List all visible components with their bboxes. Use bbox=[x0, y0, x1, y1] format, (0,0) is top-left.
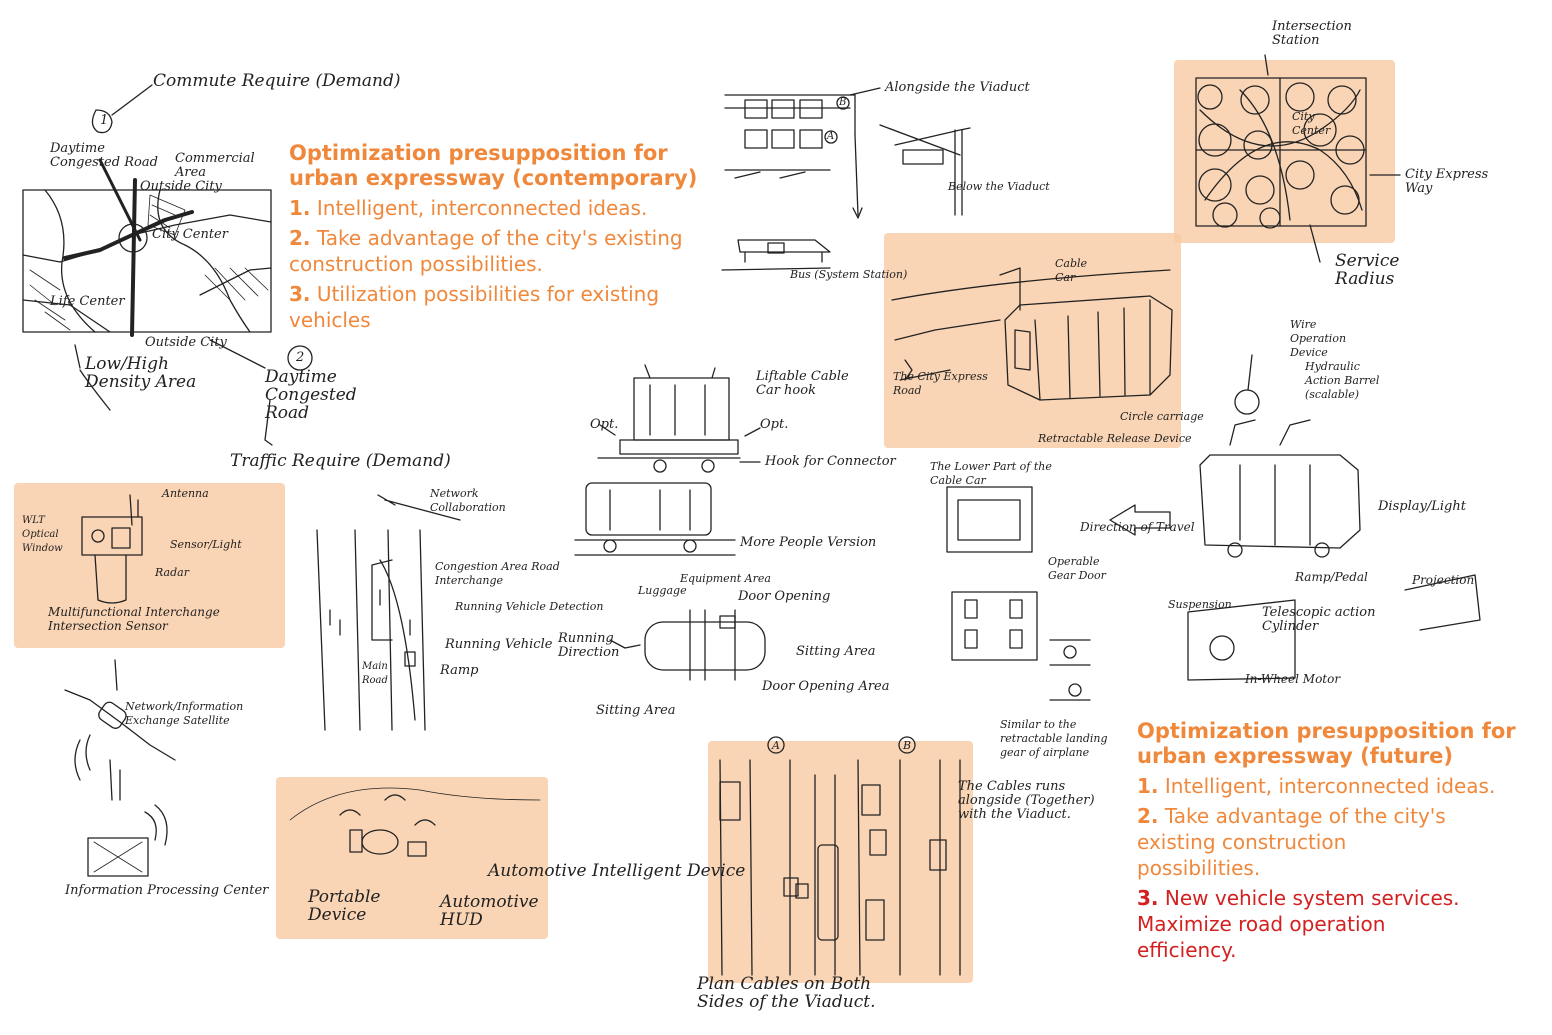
label-city-center-grid: City Center bbox=[1292, 110, 1342, 138]
label-cables-runs: The Cables runs alongside (Together) wit… bbox=[958, 780, 1108, 822]
label-bus-station: Bus (System Station) bbox=[790, 268, 907, 282]
label-marker-a-small: A bbox=[827, 130, 834, 144]
label-circle-2: 2 bbox=[296, 351, 304, 365]
label-ramp-pedal: Ramp/Pedal bbox=[1295, 570, 1368, 584]
label-density-area: Low/High Density Area bbox=[85, 355, 225, 391]
label-antenna: Antenna bbox=[162, 487, 209, 501]
lower-part-sketch bbox=[947, 487, 1090, 700]
label-projection: Projection bbox=[1412, 573, 1474, 587]
label-retractable-release: Retractable Release Device bbox=[1038, 432, 1192, 446]
label-marker-b-small: B bbox=[839, 96, 846, 110]
label-commute-demand: Commute Require (Demand) bbox=[153, 72, 401, 90]
label-operable-door: Operable Gear Door bbox=[1048, 555, 1118, 583]
label-lower-part: The Lower Part of the Cable Car bbox=[930, 460, 1070, 488]
label-display-light: Display/Light bbox=[1378, 500, 1466, 514]
label-ramp: Ramp bbox=[440, 664, 479, 678]
label-sensor-light: Sensor/Light bbox=[170, 538, 250, 552]
label-plan-cables: Plan Cables on Both Sides of the Viaduct… bbox=[697, 975, 887, 1011]
label-running-direction: Running Direction bbox=[558, 632, 618, 660]
label-telescopic: Telescopic action Cylinder bbox=[1262, 606, 1382, 634]
label-luggage: Luggage bbox=[638, 584, 687, 598]
label-sitting-area-left: Sitting Area bbox=[596, 704, 676, 718]
label-traffic-demand: Traffic Require (Demand) bbox=[230, 452, 451, 470]
label-congestion-area: Congestion Area Road Interchange bbox=[435, 560, 565, 588]
contemporary-item-2: 2. Take advantage of the city's existing… bbox=[289, 225, 719, 277]
label-alongside-viaduct: Alongside the Viaduct bbox=[885, 81, 1030, 95]
future-box: Optimization presupposition for urban ex… bbox=[1137, 719, 1517, 963]
label-service-radius: Service Radius bbox=[1335, 252, 1425, 288]
label-multifunctional: Multifunctional Interchange Intersection… bbox=[48, 605, 278, 633]
label-main-road: Main Road bbox=[362, 660, 402, 688]
label-daytime-congested-road-2: Daytime Congested Road bbox=[265, 368, 405, 422]
label-door-opening: Door Opening bbox=[738, 590, 830, 604]
label-info-center: Information Processing Center bbox=[65, 884, 268, 898]
label-equipment-area: Equipment Area bbox=[680, 572, 771, 586]
label-daytime-congested-road: Daytime Congested Road bbox=[50, 142, 160, 170]
contemporary-box: Optimization presupposition for urban ex… bbox=[289, 141, 719, 333]
label-cable-car: Cable Car bbox=[1055, 257, 1105, 285]
sensor-device-sketch bbox=[82, 500, 142, 603]
future-title: Optimization presupposition for urban ex… bbox=[1137, 719, 1517, 769]
label-outside-city-bottom: Outside City bbox=[145, 336, 227, 350]
label-network-collab: Network Collaboration bbox=[430, 487, 540, 515]
label-intersection-station: Intersection Station bbox=[1272, 20, 1367, 48]
automotive-device-sketch bbox=[290, 788, 540, 856]
label-wire-operation: Wire Operation Device bbox=[1290, 318, 1370, 360]
label-circle-carriage: Circle carriage bbox=[1120, 410, 1204, 424]
label-city-center-map: City Center bbox=[152, 228, 228, 242]
label-wlt-window: WLT Optical Window bbox=[22, 514, 82, 556]
label-portable-device: Portable Device bbox=[308, 888, 388, 924]
label-commercial-area: Commercial Area bbox=[175, 152, 275, 180]
contemporary-item-3: 3. Utilization possibilities for existin… bbox=[289, 281, 719, 333]
label-sitting-area-right: Sitting Area bbox=[796, 645, 876, 659]
future-item-1: 1. Intelligent, interconnected ideas. bbox=[1137, 773, 1517, 799]
label-city-express-road: The City Express Road bbox=[893, 370, 988, 398]
grid-city-sketch bbox=[1196, 55, 1400, 262]
future-item-2: 2. Take advantage of the city's existing… bbox=[1137, 803, 1467, 881]
label-hydraulic: Hydraulic Action Barrel (scalable) bbox=[1305, 360, 1385, 402]
label-running-detection: Running Vehicle Detection bbox=[455, 600, 603, 614]
contemporary-item-1: 1. Intelligent, interconnected ideas. bbox=[289, 195, 719, 221]
label-more-people: More People Version bbox=[740, 536, 876, 550]
road-plan-sketch bbox=[720, 737, 960, 975]
label-city-express-way: City Express Way bbox=[1405, 168, 1505, 196]
cabin-plan-sketch bbox=[610, 610, 765, 680]
label-below-viaduct: Below the Viaduct bbox=[948, 180, 1050, 194]
label-marker-a: A bbox=[772, 739, 780, 753]
label-automotive-hud: Automotive HUD bbox=[440, 893, 540, 929]
label-in-wheel-motor: In-Wheel Motor bbox=[1245, 672, 1340, 686]
label-outside-city-top: Outside City bbox=[140, 180, 222, 194]
label-radar: Radar bbox=[155, 566, 189, 580]
label-network-satellite: Network/Information Exchange Satellite bbox=[125, 700, 265, 728]
label-running-vehicle: Running Vehicle bbox=[445, 638, 552, 652]
liftable-car-sketch bbox=[575, 365, 760, 555]
label-door-opening-area: Door Opening Area bbox=[762, 680, 890, 694]
label-hook-connector: Hook for Connector bbox=[765, 455, 896, 469]
label-opt-right: Opt. bbox=[760, 418, 788, 432]
label-suspension: Suspension bbox=[1168, 598, 1232, 612]
label-marker-b: B bbox=[903, 739, 911, 753]
label-circle-1: 1 bbox=[100, 114, 108, 128]
label-direction-travel: Direction of Travel bbox=[1080, 520, 1195, 534]
viaduct-sketch bbox=[722, 88, 970, 270]
label-liftable-hook: Liftable Cable Car hook bbox=[756, 370, 876, 398]
label-automotive-device: Automotive Intelligent Device bbox=[488, 862, 745, 880]
label-similar-airplane: Similar to the retractable landing gear … bbox=[1000, 718, 1110, 760]
label-life-center: Life Center bbox=[50, 295, 125, 309]
future-item-3: 3. New vehicle system services. Maximize… bbox=[1137, 885, 1477, 963]
satellite-sketch bbox=[65, 660, 175, 876]
label-opt-left: Opt. bbox=[590, 418, 618, 432]
contemporary-title: Optimization presupposition for urban ex… bbox=[289, 141, 719, 191]
